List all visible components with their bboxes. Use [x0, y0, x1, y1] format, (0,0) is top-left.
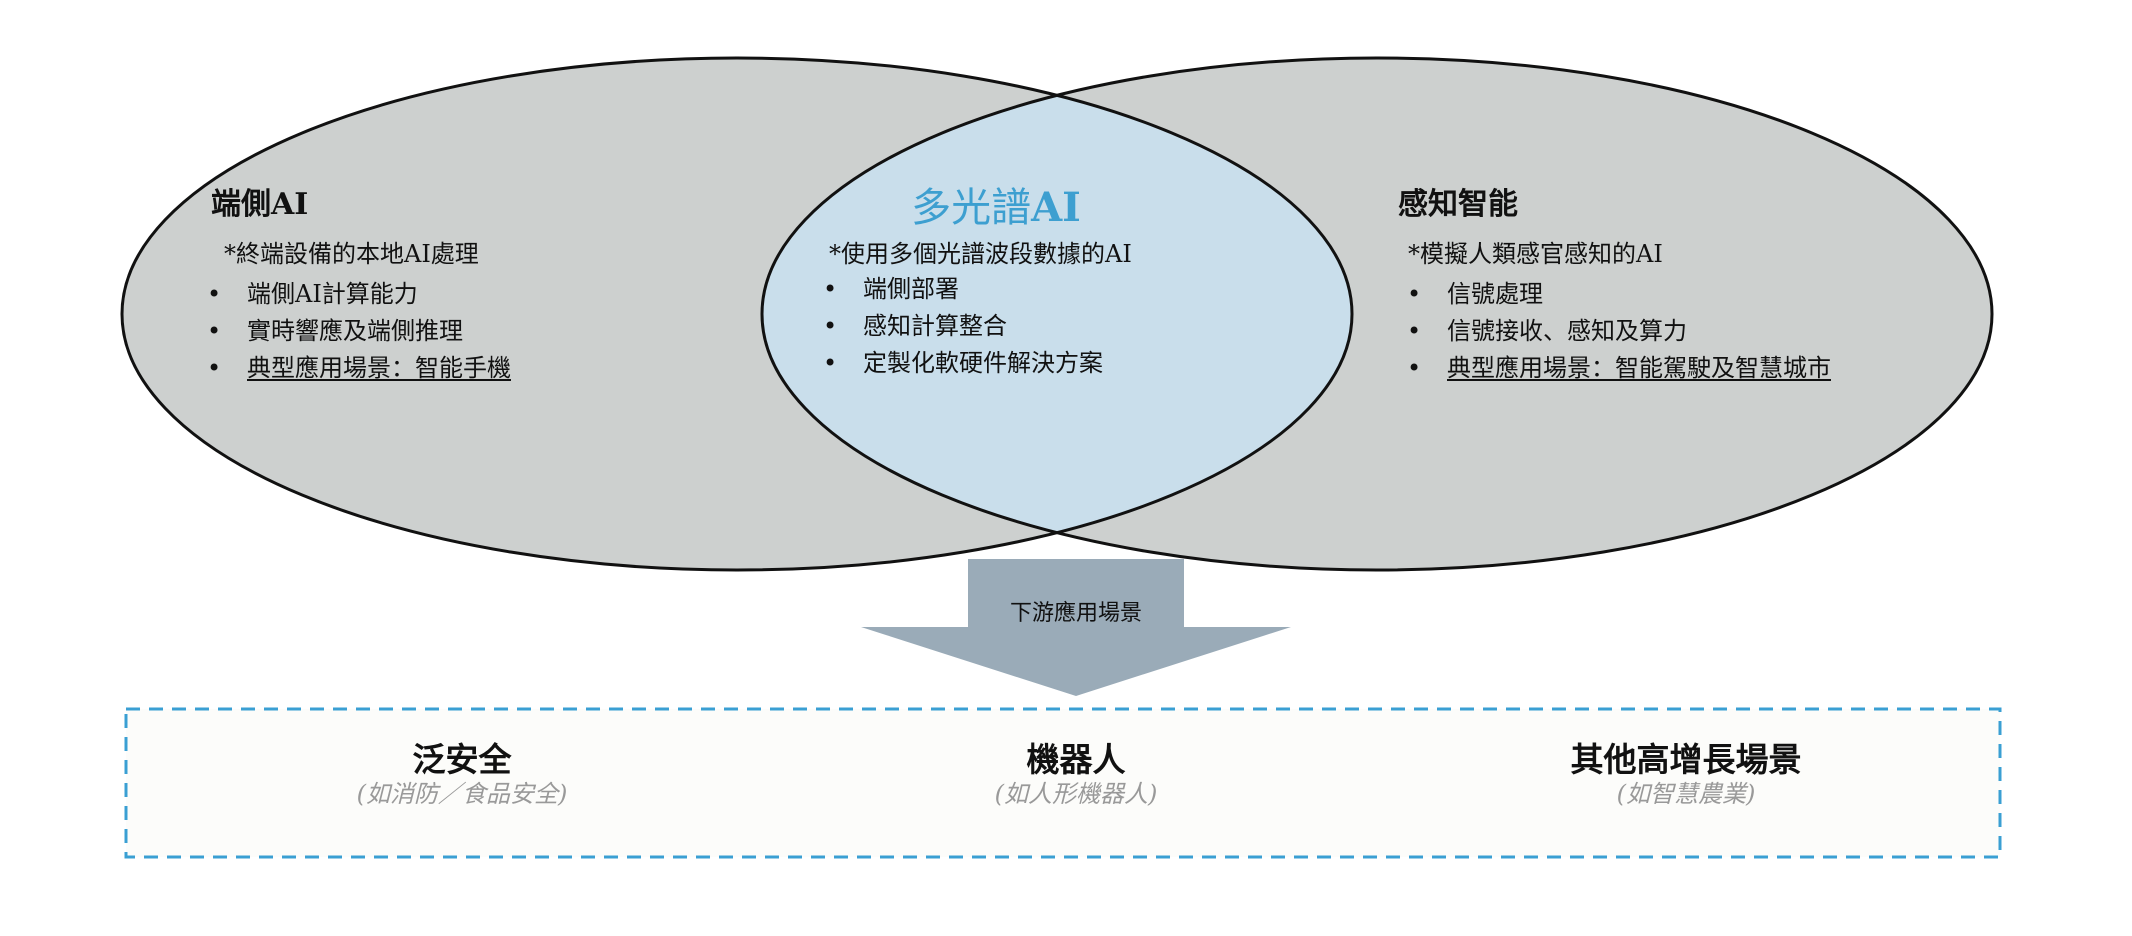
- intersection-region: [762, 58, 1352, 570]
- application-title: 其他高增長場景: [1570, 740, 1802, 779]
- right-list-item-text: 典型應用場景：智能駕駛及智慧城市: [1447, 354, 1831, 382]
- center-subtitle: *使用多個光譜波段數據的AI: [829, 240, 1132, 268]
- center-title-latin: AI: [1031, 184, 1081, 231]
- right-list-item: 典型應用場景：智能駕駛及智慧城市: [1407, 350, 1831, 387]
- right-list: 信號處理 信號接收、感知及算力 典型應用場景：智能駕駛及智慧城市: [1407, 276, 1831, 387]
- left-list-item: 典型應用場景：智能手機: [207, 350, 511, 387]
- center-list-item: 感知計算整合: [823, 308, 1103, 345]
- left-list: 端側AI計算能力 實時響應及端側推理 典型應用場景：智能手機: [207, 276, 511, 387]
- arrow-label: 下游應用場景: [1009, 601, 1142, 626]
- center-title: 多光譜AI: [856, 184, 1136, 231]
- left-list-item-text: 典型應用場景：智能手機: [247, 354, 511, 382]
- left-subtitle: *終端設備的本地AI處理: [224, 240, 479, 268]
- application-example: (如智慧農業): [1616, 779, 1756, 808]
- left-title: 端側AI: [211, 187, 309, 222]
- left-list-item: 實時響應及端側推理: [207, 313, 511, 350]
- center-list-item: 定製化軟硬件解決方案: [823, 345, 1103, 382]
- application-title: 機器人: [1026, 740, 1126, 779]
- application-example: (如人形機器人): [994, 779, 1158, 808]
- application-title: 泛安全: [412, 740, 512, 779]
- right-list-item: 信號接收、感知及算力: [1407, 313, 1831, 350]
- downstream-arrow: [861, 559, 1291, 696]
- left-ellipse-outline: [120, 56, 1354, 572]
- center-list-item: 端側部署: [823, 271, 1103, 308]
- center-title-cjk: 多光譜: [911, 185, 1032, 231]
- application-example: (如消防／食品安全): [356, 779, 568, 808]
- left-list-item: 端側AI計算能力: [207, 276, 511, 313]
- right-ellipse-outline: [760, 56, 1994, 572]
- right-list-item: 信號處理: [1407, 276, 1831, 313]
- application-item: 其他高增長場景 (如智慧農業): [1446, 740, 1926, 808]
- applications-box: [124, 707, 2002, 859]
- center-list: 端側部署 感知計算整合 定製化軟硬件解決方案: [823, 271, 1103, 382]
- application-item: 泛安全 (如消防／食品安全): [222, 740, 702, 808]
- application-item: 機器人 (如人形機器人): [836, 740, 1316, 808]
- right-subtitle: *模擬人類感官感知的AI: [1408, 240, 1663, 268]
- right-title: 感知智能: [1398, 187, 1518, 222]
